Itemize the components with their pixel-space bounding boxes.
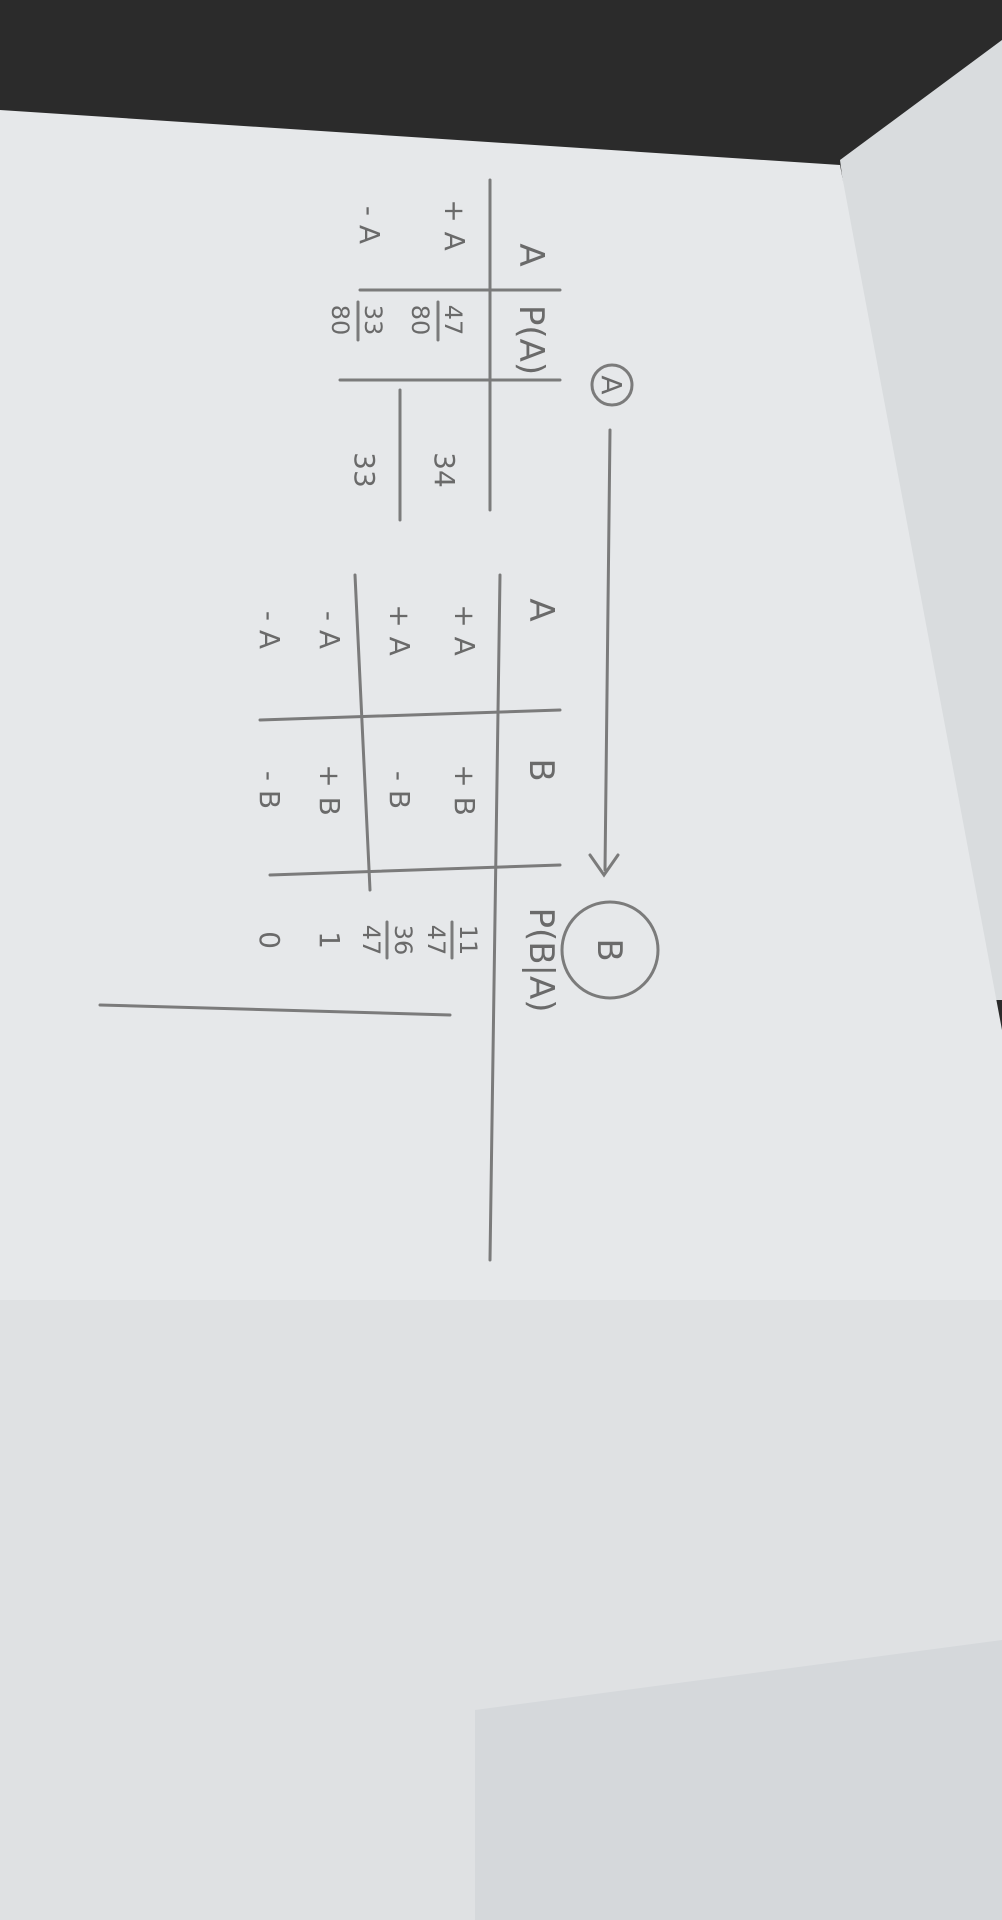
table-b-row3-p: 1 [313, 931, 346, 949]
table-a-row2-count: 33 [348, 452, 381, 488]
table-b-col-divider-3 [98, 1003, 452, 1017]
table-a-row2-state: - A [353, 206, 386, 244]
node-a: A [590, 363, 634, 407]
node-b-label: B [589, 938, 629, 961]
table-b-col-divider-1 [258, 708, 562, 722]
table-a-row1-state: + A [438, 199, 471, 251]
table-b-row1-p-den: 47 [422, 925, 450, 956]
table-b-row1-p-num: 11 [454, 925, 482, 956]
handwritten-notes: A B A P(A) + A 47 80 34 - A 33 80 33 [98, 178, 660, 1262]
table-b-header-b: B [521, 758, 561, 781]
table-a-row2-den: 80 [326, 305, 354, 336]
table-b-row3-a: - A [313, 611, 346, 649]
table-b-row4-a: - A [253, 611, 286, 649]
table-a-row1-num: 47 [439, 305, 467, 336]
table-b-row2-b: - B [383, 771, 416, 809]
table-b-header-p: P(B|A) [521, 907, 561, 1012]
node-a-label: A [595, 375, 628, 394]
paper-shadow [0, 1300, 1002, 1920]
table-b-header-a: A [521, 598, 561, 621]
table-b-row2-p-den: 47 [357, 925, 385, 956]
table-a-row1-den: 80 [406, 305, 434, 336]
table-b-row1-b: + B [448, 764, 481, 816]
table-a-row2-num: 33 [359, 305, 387, 336]
arrow-line [603, 428, 612, 872]
table-b-row2-a: + A [383, 604, 416, 656]
back-sheet [840, 40, 1002, 1000]
table-b-col-divider-2 [268, 863, 562, 877]
table-b-row1-a: + A [448, 604, 481, 656]
table-b: A B P(B|A) + A + B 11 47 + A - B 36 47 -… [98, 573, 562, 1262]
table-b-header-rule [488, 573, 502, 1262]
bottom-card [475, 1640, 1002, 1920]
table-b-row4-p: 0 [253, 931, 286, 949]
table-a-header-pa: P(A) [511, 305, 551, 375]
node-b: B [560, 900, 660, 1000]
arrow-head [588, 853, 620, 878]
table-a: A P(A) + A 47 80 34 - A 33 80 33 [326, 178, 562, 522]
table-a-row1-count: 34 [428, 452, 461, 488]
table-b-row4-b: - B [253, 771, 286, 809]
table-a-header-a: A [511, 243, 551, 266]
table-b-row2-p-num: 36 [389, 925, 417, 956]
table-b-row3-b: + B [313, 764, 346, 816]
paper-sheet [0, 110, 1002, 1920]
table-b-row-divider [353, 573, 372, 892]
